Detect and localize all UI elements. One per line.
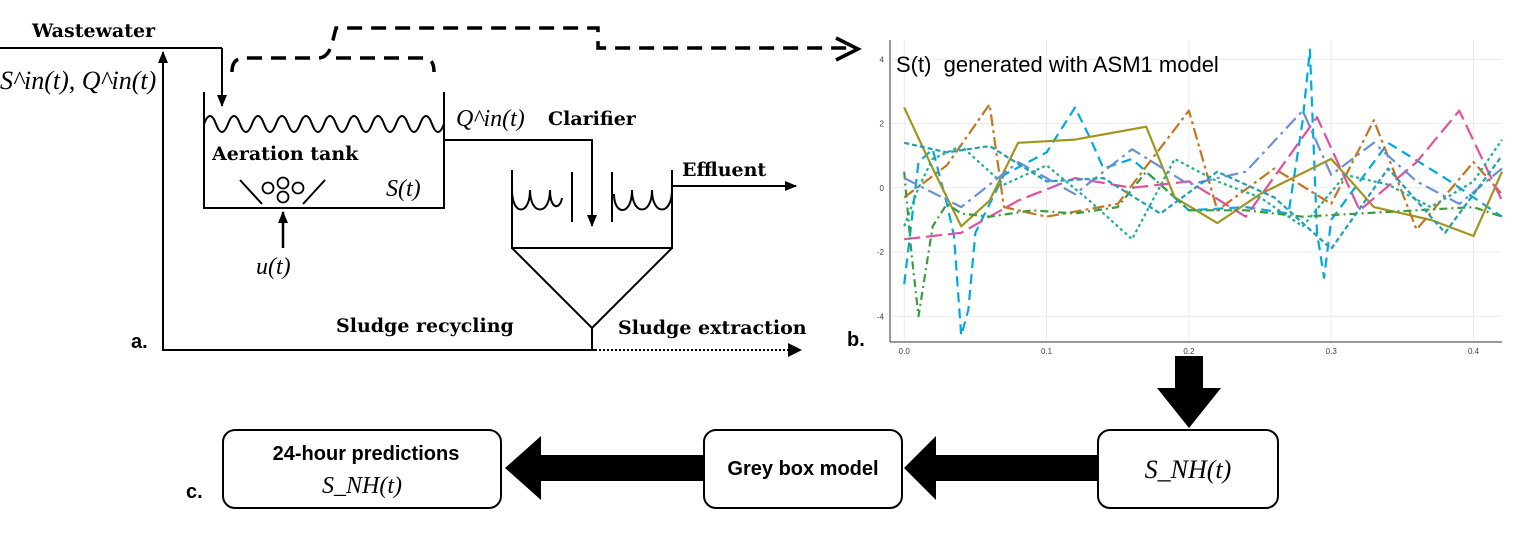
y-tick-label: 4 <box>880 55 885 64</box>
inflow-label: S^in(t), Q^in(t) <box>0 66 156 95</box>
series-line-4 <box>904 109 1503 241</box>
aeration-tank <box>203 92 445 248</box>
x-tick-label: 0.3 <box>1326 347 1338 356</box>
panel-label-c: c. <box>186 481 203 503</box>
series-line-7 <box>903 109 1503 209</box>
flow-label: Q^in(t) <box>456 106 525 132</box>
predictions-box <box>222 429 502 509</box>
y-tick-label: 2 <box>880 120 885 129</box>
simulation-chart: 0.0 0.1 0.2 0.3 0.4 -4 -2 0 2 4 <box>877 40 1504 356</box>
x-tick-label: 0.2 <box>1183 347 1195 356</box>
sludge-extraction-label: Sludge extraction <box>618 317 807 339</box>
x-tick-label: 0.1 <box>1041 347 1053 356</box>
panel-label-a: a. <box>131 331 148 353</box>
input-variable-label: S_NH(t) <box>1145 455 1232 484</box>
series-line-1 <box>903 48 1503 337</box>
series-line-8 <box>903 141 1503 250</box>
clarifier <box>511 170 673 350</box>
series-line-5 <box>903 138 1503 241</box>
predictions-variable: S_NH(t) <box>322 473 402 499</box>
control-input-label: u(t) <box>256 254 291 280</box>
panel-c-pipeline: c. 24-hour predictions S_NH(t) Grey box … <box>186 429 1279 509</box>
left-arrow-icon <box>505 436 704 500</box>
plot-title: S(t) generated with ASM1 model <box>896 52 1219 77</box>
grey-box-model-label: Grey box model <box>727 458 878 480</box>
y-tick-label: 0 <box>880 184 885 193</box>
x-tick-label: 0.0 <box>899 347 911 356</box>
panel-b-plot: b. 0.0 0.1 0.2 0.3 0.4 -4 -2 0 2 4 S(t) generated… <box>847 40 1504 356</box>
wastewater-label: Wastewater <box>31 20 156 42</box>
left-arrow-icon <box>904 436 1098 500</box>
sludge-recycling-label: Sludge recycling <box>336 315 514 337</box>
aeration-tank-label: Aeration tank <box>211 143 359 165</box>
y-tick-label: -4 <box>877 312 885 321</box>
predictions-title: 24-hour predictions <box>273 443 460 465</box>
down-arrow-icon <box>1157 356 1221 428</box>
clarifier-label: Clarifier <box>548 108 637 130</box>
panel-label-b: b. <box>847 329 865 351</box>
x-tick-label: 0.4 <box>1468 347 1480 356</box>
panel-a-schematic: a. Wastewater S^in(t), Q^in(t) Aeration … <box>0 20 862 357</box>
series-line-6 <box>903 170 1503 318</box>
y-tick-label: -2 <box>877 248 885 257</box>
tank-state-label: S(t) <box>386 176 421 202</box>
effluent-label: Effluent <box>682 159 766 181</box>
